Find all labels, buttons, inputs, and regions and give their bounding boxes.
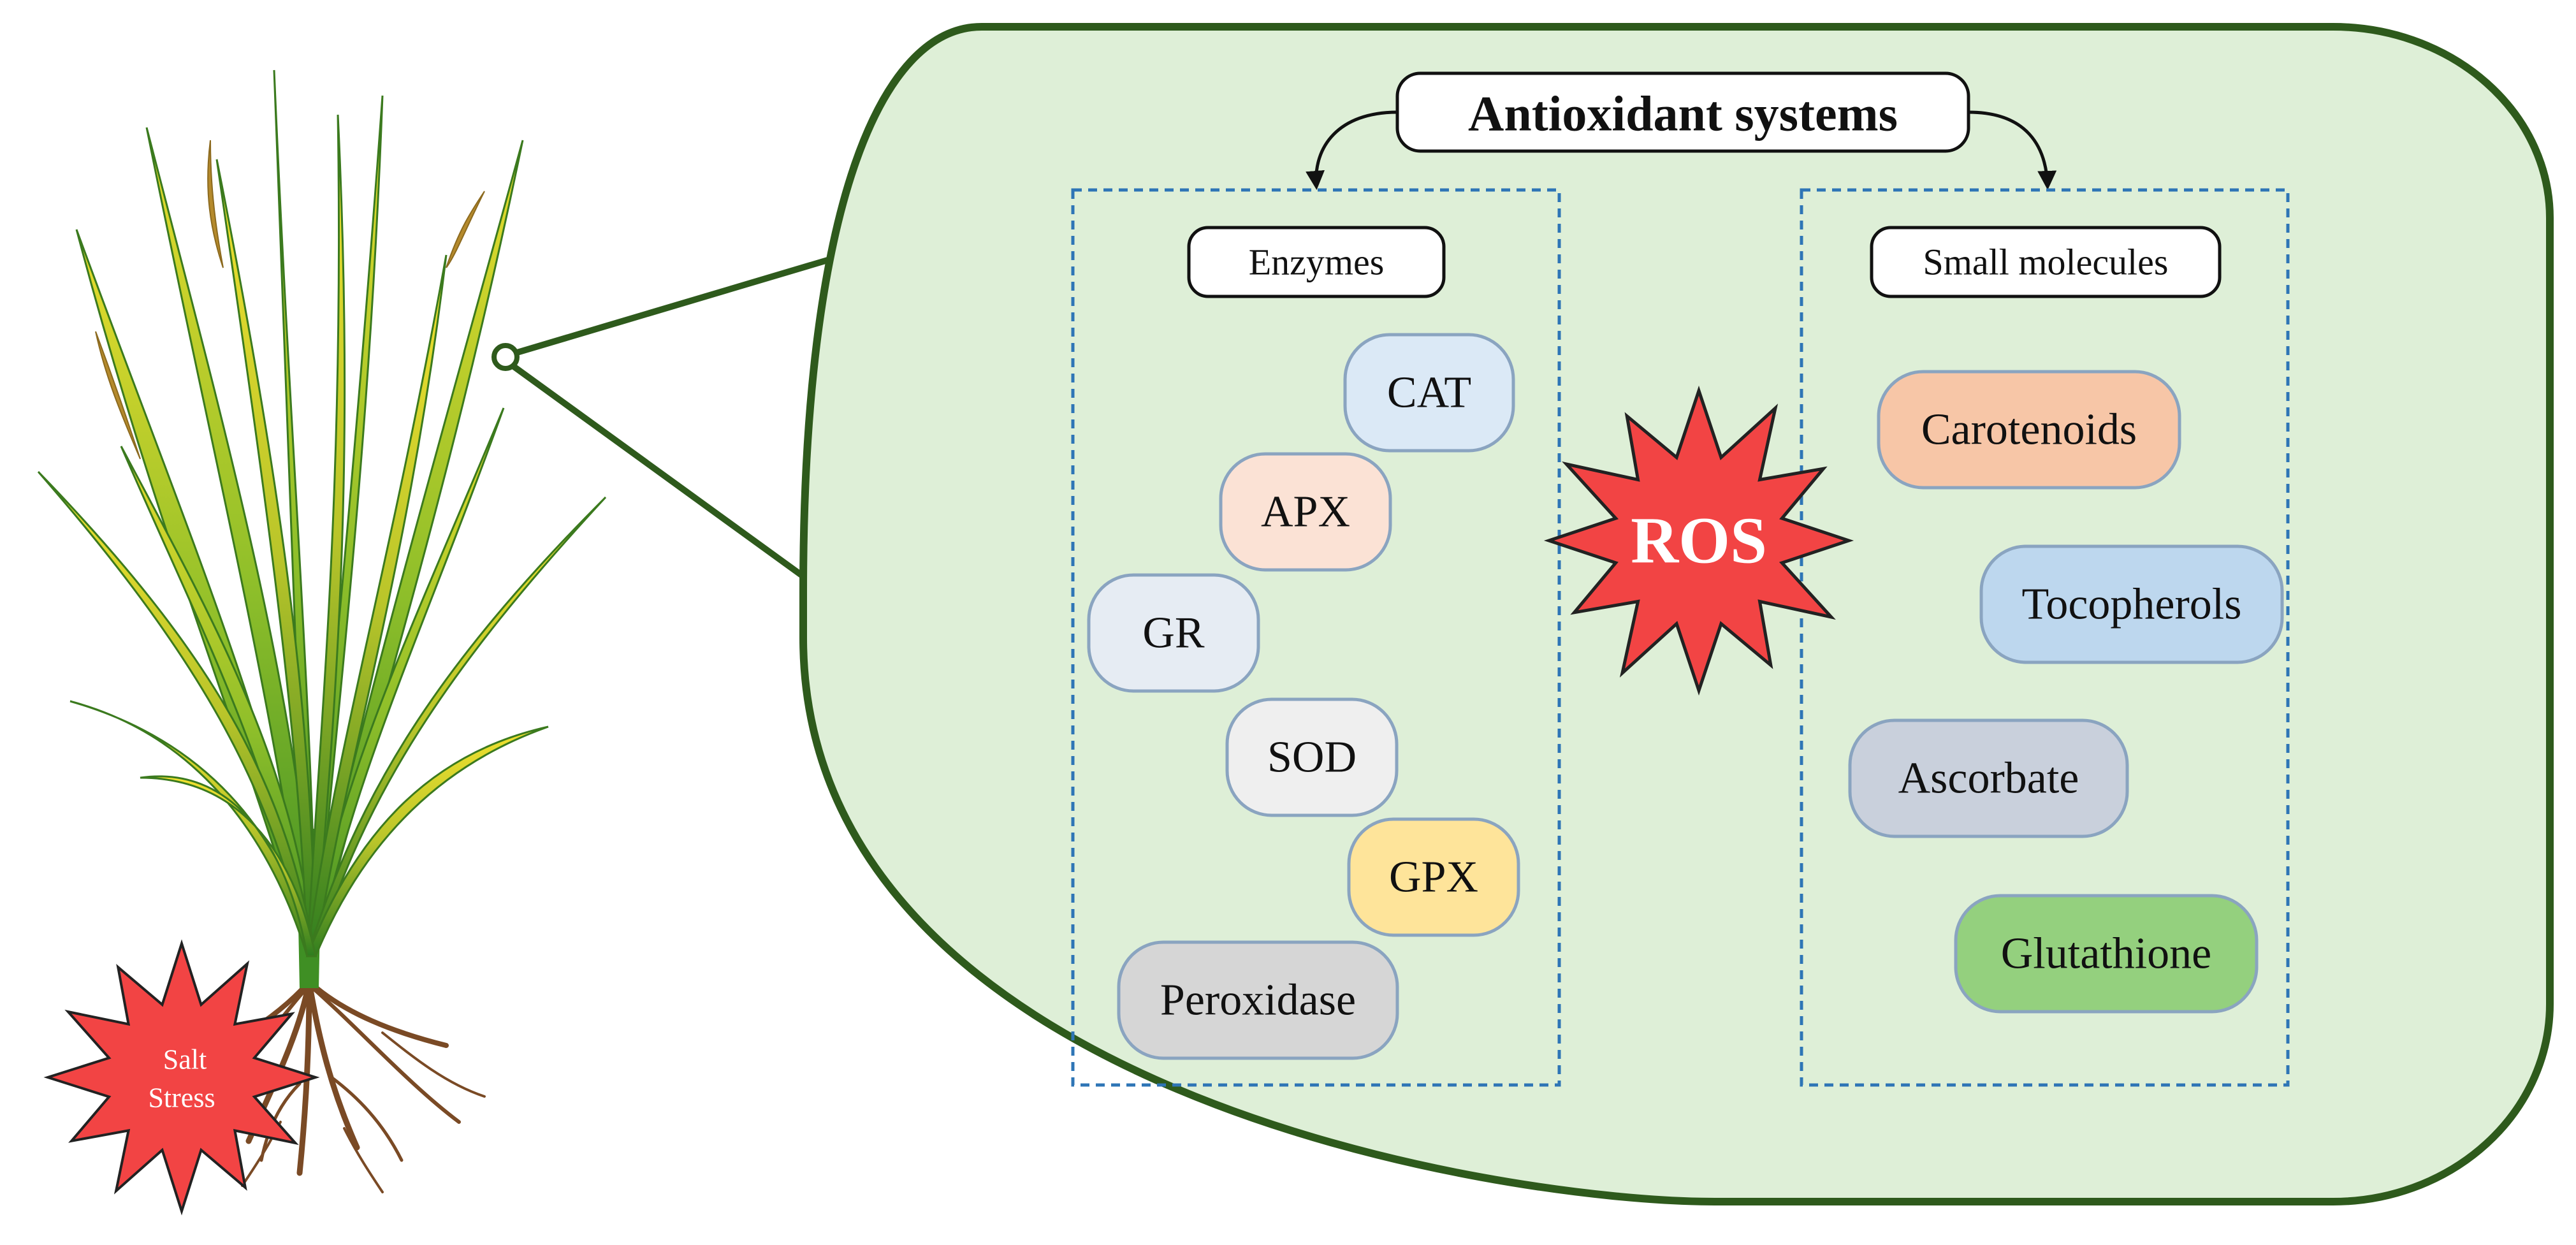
small-molecule-label: Carotenoids <box>1921 405 2137 455</box>
small-molecules-group-box <box>1800 188 2290 1087</box>
stress-label-line1: Salt <box>163 1044 207 1075</box>
enzyme-label: Peroxidase <box>1160 976 1356 1025</box>
small-molecule-glutathione: Glutathione <box>1954 894 2259 1014</box>
enzyme-pill <box>1117 940 1399 1060</box>
enzymes-group-box <box>1071 188 1561 1087</box>
small-molecules-header: Small molecules <box>1870 226 2222 298</box>
small-molecule-label: Tocopherols <box>2021 580 2241 629</box>
enzyme-gr: GR <box>1087 573 1260 693</box>
enzyme-label: GR <box>1142 609 1205 658</box>
small-molecule-carotenoids: Carotenoids <box>1877 370 2181 490</box>
enzyme-label: GPX <box>1389 853 1478 902</box>
small-molecule-label: Ascorbate <box>1898 754 2079 803</box>
enzymes-header: Enzymes <box>1187 226 1446 298</box>
ros-badge: ROS <box>1543 385 1854 696</box>
small-molecule-tocopherols: Tocopherols <box>1979 544 2284 664</box>
enzyme-cat: CAT <box>1343 333 1515 453</box>
stress-label-line2: Stress <box>148 1082 215 1114</box>
enzyme-pill <box>1347 817 1520 937</box>
rice-plant-illustration <box>37 69 607 1193</box>
small-molecule-pill <box>1979 544 2284 664</box>
salt-stress-badge: Salt Stress <box>43 939 320 1216</box>
small-molecule-ascorbate: Ascorbate <box>1848 718 2129 838</box>
enzyme-apx: APX <box>1219 452 1392 572</box>
enzyme-pill <box>1225 697 1399 817</box>
enzyme-label: CAT <box>1387 368 1471 418</box>
small-molecule-pill <box>1877 370 2181 490</box>
enzyme-list: CAT APX GR SOD GPX Peroxidase <box>1087 333 1520 1060</box>
enzyme-peroxidase: Peroxidase <box>1117 940 1399 1060</box>
small-molecule-pill <box>1954 894 2259 1014</box>
enzyme-label: SOD <box>1267 733 1357 782</box>
small-molecules-header-label: Small molecules <box>1923 242 2169 283</box>
enzyme-pill <box>1219 452 1392 572</box>
enzyme-label: APX <box>1261 488 1350 537</box>
ros-label: ROS <box>1631 504 1767 578</box>
small-molecule-list: CarotenoidsTocopherolsAscorbateGlutathio… <box>1848 370 2284 1014</box>
zoom-anchor-point <box>491 343 520 371</box>
starburst-icon <box>43 939 320 1216</box>
curved-arrow-icon <box>1968 110 2057 190</box>
small-molecule-label: Glutathione <box>2001 929 2211 979</box>
title-box: Antioxidant systems <box>1395 71 1970 153</box>
enzymes-header-label: Enzymes <box>1249 242 1385 283</box>
starburst-icon <box>1543 385 1854 696</box>
small-molecule-pill <box>1848 718 2129 838</box>
enzyme-pill <box>1343 333 1515 453</box>
zoom-line-bottom <box>512 363 815 586</box>
enzyme-sod: SOD <box>1225 697 1399 817</box>
enzyme-pill <box>1087 573 1260 693</box>
page-title: Antioxidant systems <box>1468 86 1898 142</box>
enzyme-gpx: GPX <box>1347 817 1520 937</box>
curved-arrow-icon <box>1306 110 1398 190</box>
